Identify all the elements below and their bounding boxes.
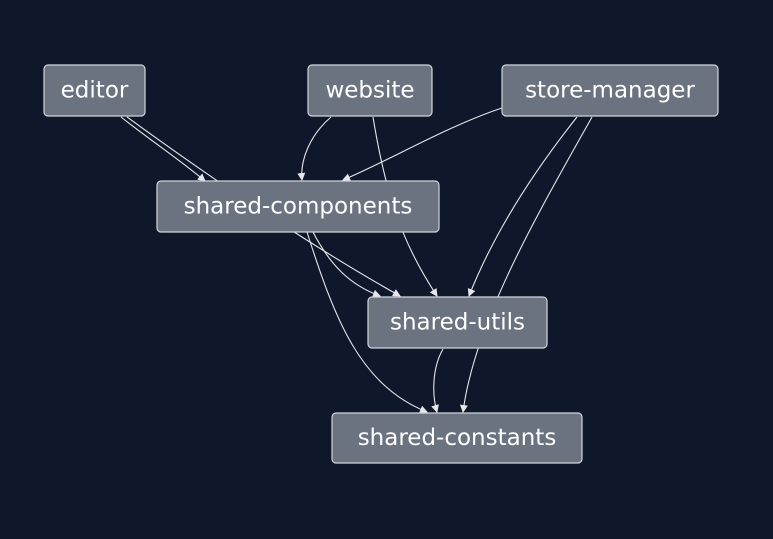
edge-store-manager-to-shared-utils <box>467 116 578 297</box>
node-shared-utils-box <box>367 296 548 349</box>
node-shared-components-box <box>156 180 440 233</box>
node-shared-utils[interactable]: shared-utils <box>367 296 548 349</box>
edge-shared-components-to-shared-constants <box>306 231 428 414</box>
node-editor-box <box>43 64 146 117</box>
node-website-box <box>307 64 433 117</box>
edge-store-manager-to-shared-components <box>342 107 503 181</box>
edge-editor-to-shared-components <box>120 116 206 182</box>
node-shared-constants-label: shared-constants <box>358 425 557 451</box>
edges <box>120 107 593 414</box>
node-editor-label: editor <box>61 78 129 104</box>
edge-shared-utils-to-shared-constants <box>431 348 444 413</box>
node-website-label: website <box>325 78 414 104</box>
node-shared-components[interactable]: shared-components <box>156 180 440 233</box>
node-store-manager-box <box>501 64 719 117</box>
nodes: editor website store-manager shared-comp… <box>43 64 719 464</box>
edge-website-to-shared-components <box>297 116 332 181</box>
node-store-manager[interactable]: store-manager <box>501 64 719 117</box>
node-shared-constants-box <box>331 412 583 464</box>
node-shared-utils-label: shared-utils <box>390 310 525 336</box>
node-editor[interactable]: editor <box>43 64 146 117</box>
edge-store-manager-to-shared-constants <box>459 116 593 413</box>
node-store-manager-label: store-manager <box>525 78 695 104</box>
node-shared-constants[interactable]: shared-constants <box>331 412 583 464</box>
edge-shared-components-to-shared-utils <box>312 231 381 298</box>
node-shared-components-label: shared-components <box>184 194 413 220</box>
node-website[interactable]: website <box>307 64 433 117</box>
